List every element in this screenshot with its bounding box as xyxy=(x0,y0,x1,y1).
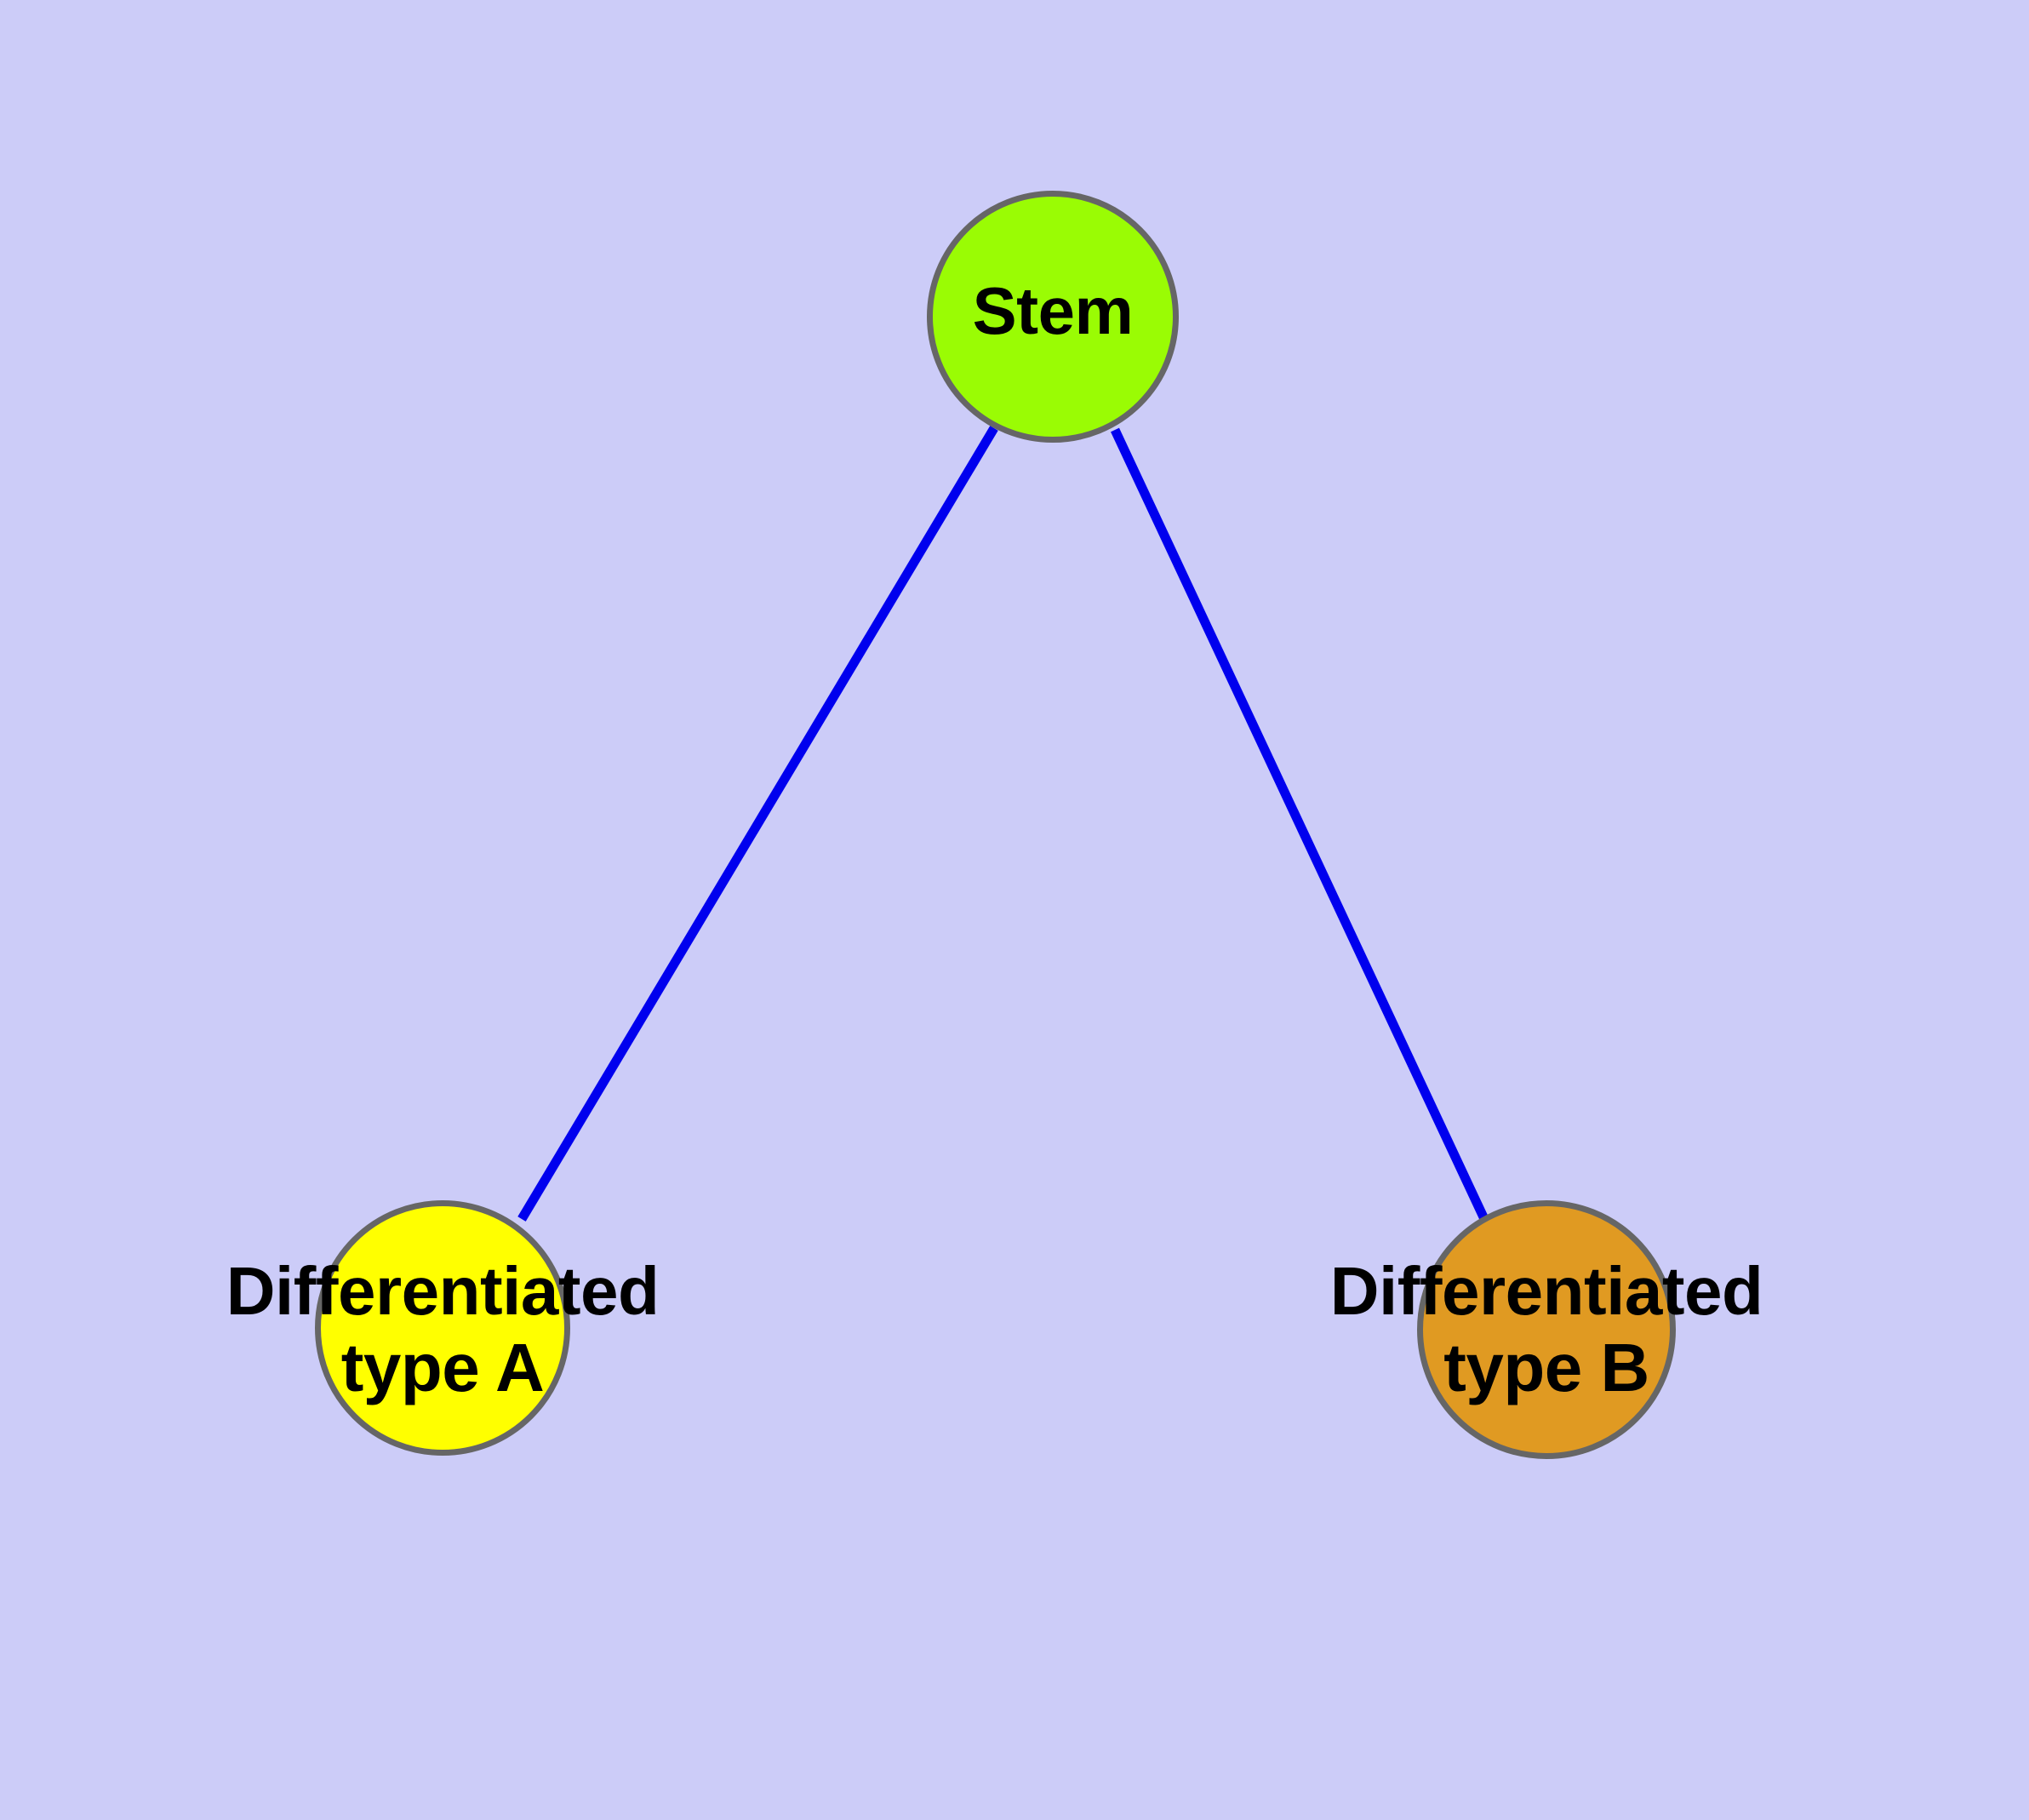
edge-stem-to-differentiated-type-b xyxy=(1111,427,1489,1223)
node-differentiated-type-a[interactable] xyxy=(315,1200,570,1456)
node-stem[interactable] xyxy=(927,191,1179,443)
node-differentiated-type-b[interactable] xyxy=(1417,1200,1676,1459)
edge-stem-to-differentiated-type-a xyxy=(517,426,998,1222)
